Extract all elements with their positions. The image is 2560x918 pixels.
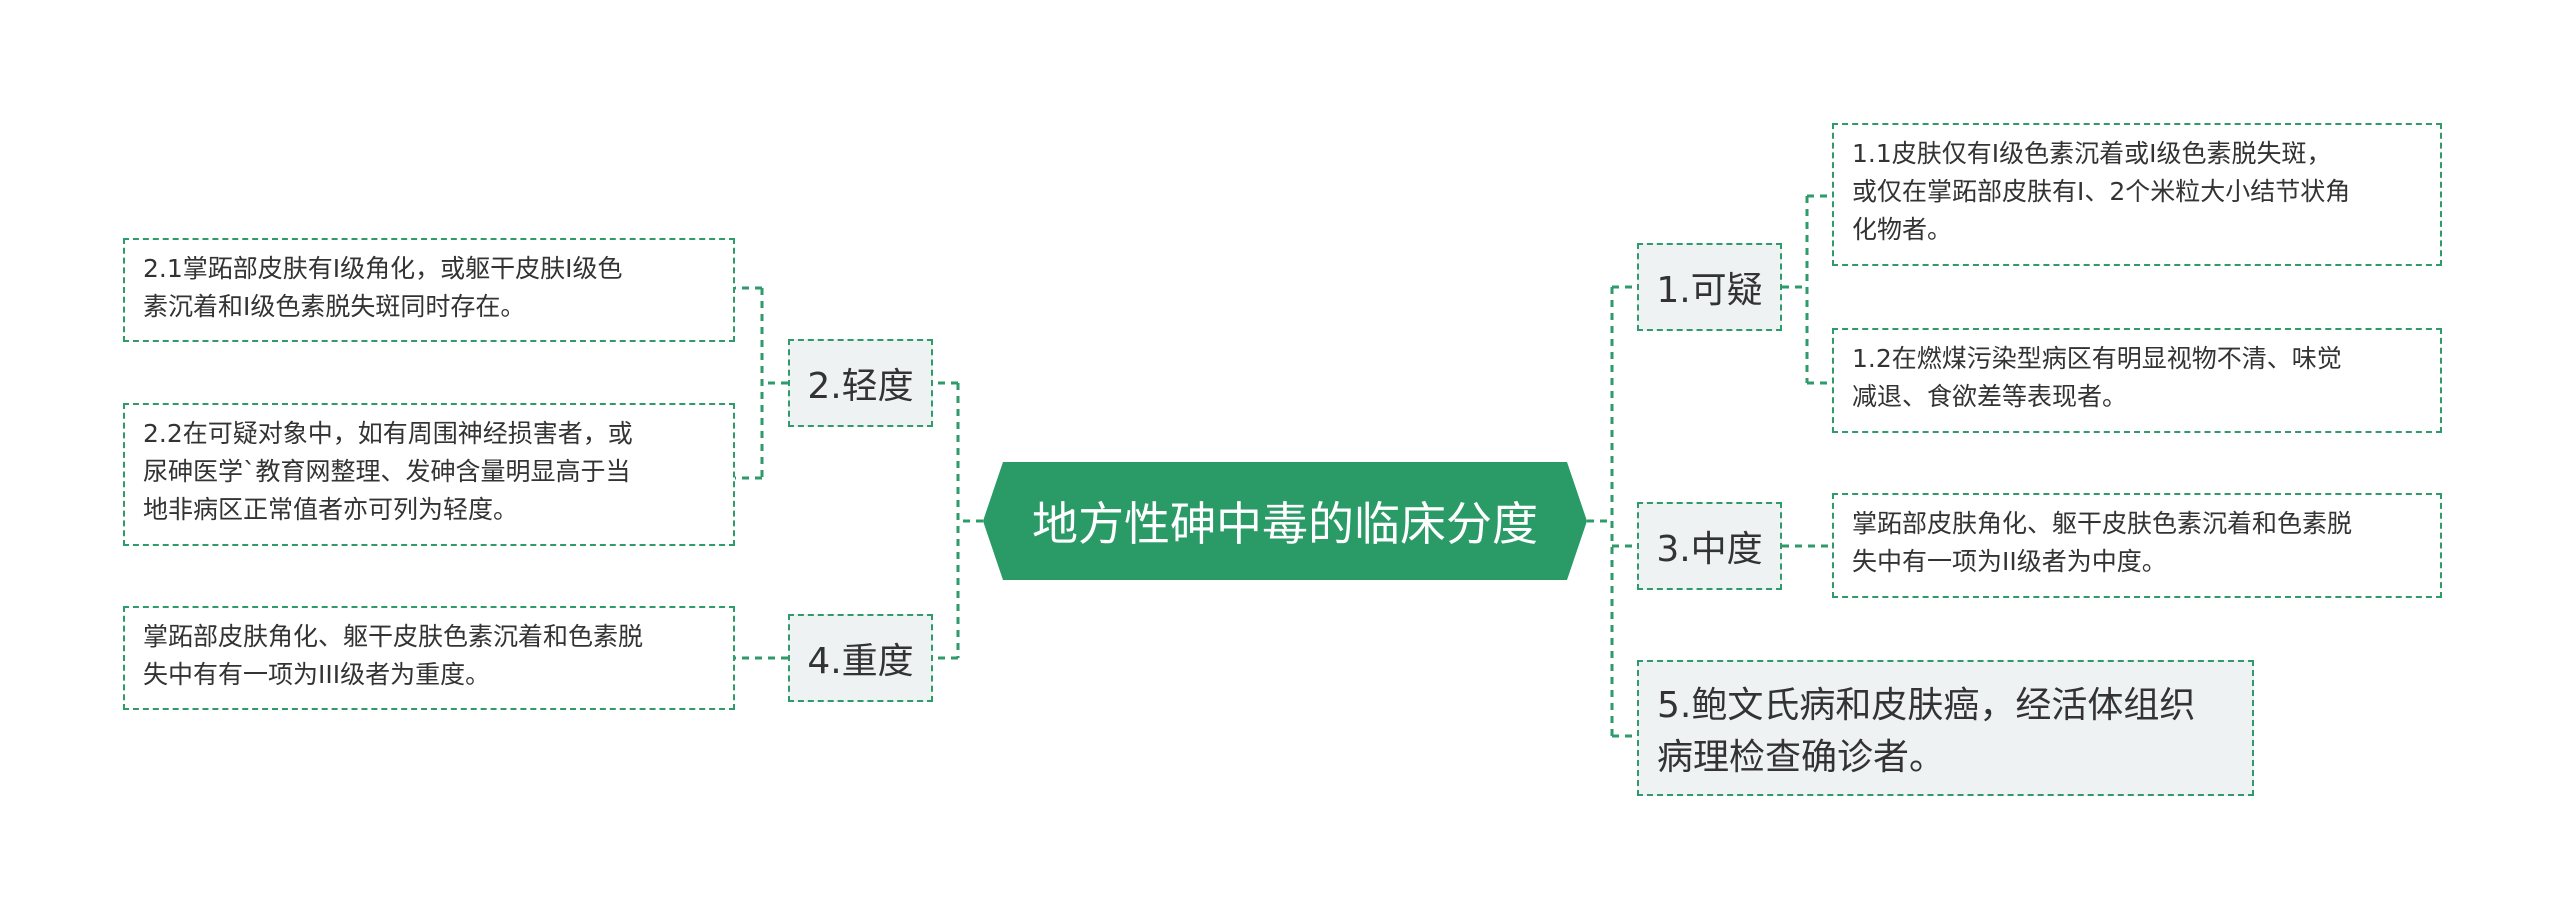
branch-severe-label: 4.重度 xyxy=(807,641,914,682)
leaf-text-line: 减退、食欲差等表现者。 xyxy=(1852,382,2128,411)
leaf-mild-2[interactable]: 2.2在可疑对象中，如有周围神经损害者，或 尿砷医学`教育网整理、发砷含量明显高… xyxy=(123,403,735,546)
leaf-text-line: 失中有有一项为III级者为重度。 xyxy=(143,660,491,689)
leaf-text-line: 尿砷医学`教育网整理、发砷含量明显高于当 xyxy=(143,457,631,486)
branch-mild-label: 2.轻度 xyxy=(807,366,914,407)
leaf-severe-1[interactable]: 掌跖部皮肤角化、躯干皮肤色素沉着和色素脱 失中有有一项为III级者为重度。 xyxy=(123,606,735,710)
root-topic-label: 地方性砷中毒的临床分度 xyxy=(1032,497,1538,551)
leaf-text-line: 化物者。 xyxy=(1852,215,1953,244)
connector-mild-children xyxy=(735,286,788,480)
branch-mild[interactable]: 2.轻度 xyxy=(788,339,933,427)
leaf-text-line: 地非病区正常值者亦可列为轻度。 xyxy=(143,495,519,524)
branch-other-line: 病理检查确诊者。 xyxy=(1657,737,1946,778)
connector-suspect-children xyxy=(1782,194,1832,385)
branch-other[interactable]: 5.鲍文氏病和皮肤癌，经活体组织 病理检查确诊者。 xyxy=(1637,660,2254,796)
leaf-text-line: 2.2在可疑对象中，如有周围神经损害者，或 xyxy=(143,419,633,448)
branch-moderate-label: 3.中度 xyxy=(1656,529,1763,570)
branch-severe[interactable]: 4.重度 xyxy=(788,614,933,702)
leaf-text-line: 2.1掌跖部皮肤有I级角化，或躯干皮肤I级色 xyxy=(143,254,623,283)
root-topic[interactable]: 地方性砷中毒的临床分度 xyxy=(983,462,1587,580)
branch-other-line: 5.鲍文氏病和皮肤癌，经活体组织 xyxy=(1657,685,2196,726)
leaf-text-line: 1.1皮肤仅有I级色素沉着或I级色素脱失斑， xyxy=(1852,139,2332,168)
branch-suspect-label: 1.可疑 xyxy=(1656,270,1763,311)
leaf-text-line: 失中有一项为II级者为中度。 xyxy=(1852,547,2167,576)
leaf-text-line: 掌跖部皮肤角化、躯干皮肤色素沉着和色素脱 xyxy=(1852,509,2353,538)
leaf-text-line: 素沉着和I级色素脱失斑同时存在。 xyxy=(143,292,526,321)
leaf-text-line: 掌跖部皮肤角化、躯干皮肤色素沉着和色素脱 xyxy=(143,622,644,651)
leaf-mild-1[interactable]: 2.1掌跖部皮肤有I级角化，或躯干皮肤I级色 素沉着和I级色素脱失斑同时存在。 xyxy=(123,238,735,342)
leaf-text-line: 或仅在掌跖部皮肤有I、2个米粒大小结节状角 xyxy=(1852,177,2351,206)
leaf-suspect-2[interactable]: 1.2在燃煤污染型病区有明显视物不清、味觉 减退、食欲差等表现者。 xyxy=(1832,328,2442,433)
leaf-moderate-1[interactable]: 掌跖部皮肤角化、躯干皮肤色素沉着和色素脱 失中有一项为II级者为中度。 xyxy=(1832,493,2442,598)
branch-moderate[interactable]: 3.中度 xyxy=(1637,502,1782,590)
leaf-text-line: 1.2在燃煤污染型病区有明显视物不清、味觉 xyxy=(1852,344,2342,373)
branch-suspect[interactable]: 1.可疑 xyxy=(1637,243,1782,331)
leaf-suspect-1[interactable]: 1.1皮肤仅有I级色素沉着或I级色素脱失斑， 或仅在掌跖部皮肤有I、2个米粒大小… xyxy=(1832,123,2442,266)
